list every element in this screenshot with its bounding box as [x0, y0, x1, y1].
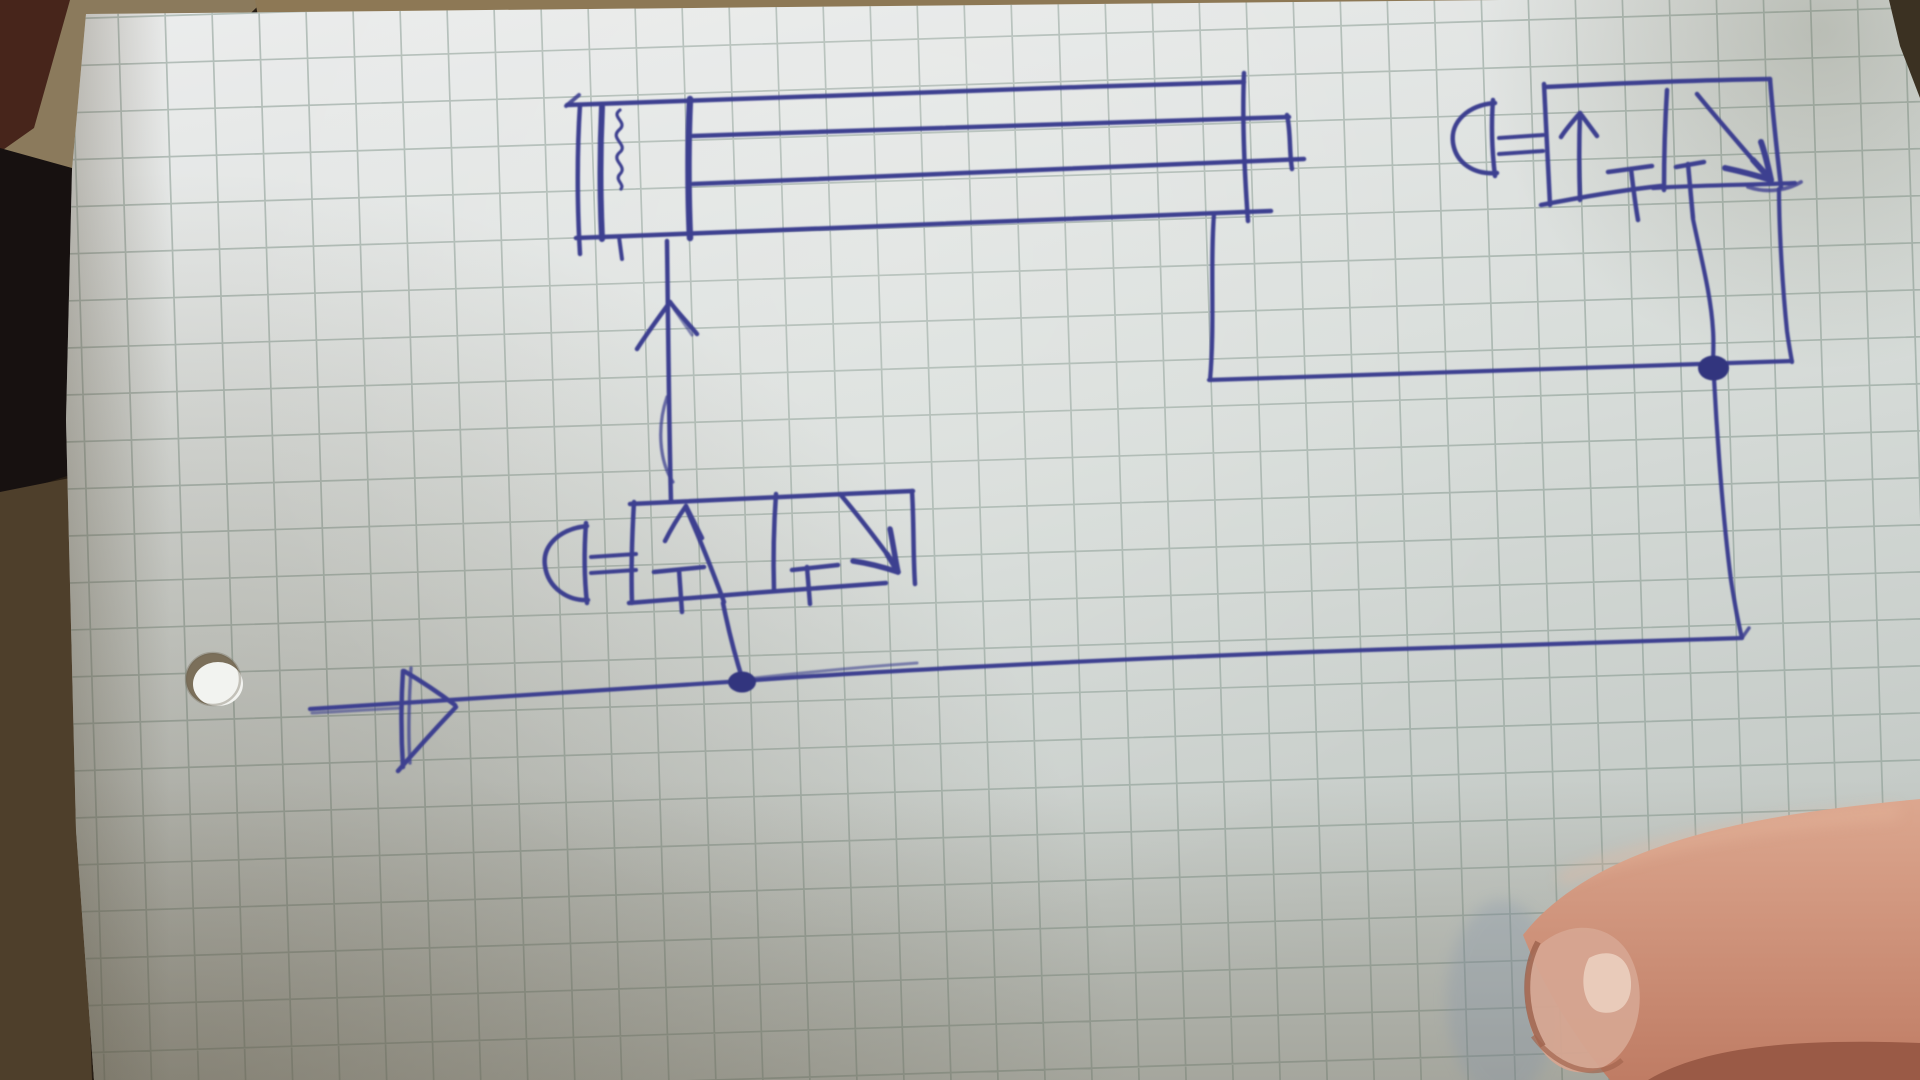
valve2-body-left — [1541, 81, 1553, 208]
thumbnail-left-crease — [1524, 940, 1546, 1048]
cylinder-piston — [685, 95, 694, 242]
valve2-body-top — [1542, 76, 1773, 90]
cap-port-arrowhead-right — [667, 299, 700, 337]
valve2-pilot-link-bottom — [1497, 149, 1545, 156]
valve1-pilot-link-bottom — [589, 568, 638, 575]
junction-dot-2 — [1698, 355, 1729, 381]
thumbnail-highlight — [1583, 953, 1632, 1013]
punched-hole — [192, 661, 244, 707]
supply-line-start-double — [310, 706, 404, 715]
valve1-divider — [771, 491, 779, 593]
table-dark-corner-top-right — [1889, 0, 1920, 98]
punched-hole — [184, 651, 244, 707]
cap-port-line-vertical — [664, 238, 674, 504]
cylinder-left-cap-outer — [575, 102, 583, 257]
valve2-blocked-port-T1-stem — [1628, 166, 1641, 223]
valve1-pilot-link-top — [589, 552, 638, 559]
valve2-flow-arrowhead-right — [1577, 110, 1600, 139]
valve2-port-line-lower — [1711, 375, 1745, 641]
valve2-body-bottom-a — [1538, 183, 1664, 208]
valve1-blocked-port-T2-stem — [804, 564, 813, 607]
table-olive-bottom-left — [0, 478, 92, 1080]
valve1-exhaust-arrowhead-c — [884, 551, 901, 575]
valve1-pilot-cap-arc — [542, 523, 591, 603]
valve2-exhaust-arrowhead-c — [1750, 157, 1774, 183]
source-triangle-bottom — [395, 704, 459, 774]
cylinder-rod-top — [690, 114, 1292, 139]
valve2-exhaust-swoosh — [1746, 180, 1803, 193]
valve2-port-line-upper — [1690, 216, 1716, 369]
source-triangle-top — [401, 668, 458, 708]
valve1-flow-arrowhead-extra — [688, 512, 704, 539]
valve1-flow-arrowhead-left — [662, 503, 689, 544]
cylinder-rod-end — [1284, 112, 1295, 172]
cylinder-left-cap-inner — [597, 104, 605, 242]
cylinder-spring-squiggle — [614, 108, 624, 191]
ink-drawing — [307, 70, 1803, 774]
thumb-top-highlight — [1557, 805, 1901, 887]
valve2-flow-arrowhead-left — [1558, 110, 1583, 140]
punched-hole-rim — [184, 651, 242, 707]
valve2-flow-arrow — [1577, 111, 1583, 203]
valve2-exhaust-drop-line — [1776, 186, 1795, 365]
valve2-port-line-end-hook — [1740, 626, 1751, 640]
cap-port-arrowhead-left — [634, 299, 673, 352]
rod-port-line-vertical — [1207, 211, 1217, 383]
supply-line-right-double — [743, 661, 919, 681]
cylinder-top-left-tick — [564, 93, 581, 108]
valve2-pilot-link-top — [1497, 133, 1545, 140]
valve1-body-right — [909, 488, 918, 587]
valve1-body-bottom — [626, 580, 889, 606]
valve2-blocked-port-T2-stem — [1685, 161, 1696, 221]
source-triangle-left-double — [407, 666, 413, 765]
valve1-blocked-port-T2-bar — [789, 562, 841, 573]
cylinder-top-edge — [564, 79, 1247, 108]
valve1-body-left — [629, 499, 637, 606]
table-overlap — [1889, 0, 1920, 98]
cylinder-bottom-left-stub — [617, 235, 624, 261]
valve1-blocked-port-T1-stem — [676, 567, 685, 615]
valve2-body-right — [1767, 76, 1784, 190]
cylinder-rod-bottom — [690, 156, 1307, 187]
valve1-pilot-cap-flat — [582, 520, 590, 606]
junction-dot-1 — [728, 671, 756, 693]
cap-port-line-double-stroke — [659, 395, 675, 484]
valve2-pilot-cap-arc — [1450, 100, 1500, 176]
valve1-exhaust-arrow — [837, 491, 890, 557]
valve2-pilot-cap-flat — [1489, 97, 1498, 179]
cylinder-right-cap — [1241, 70, 1251, 224]
thumbnail-bottom-crease — [1531, 1034, 1624, 1074]
cap-port-arrowhead-extra — [672, 307, 694, 337]
thumb-holding-paper — [1447, 799, 1920, 1080]
second-finger-edge — [1648, 1041, 1920, 1080]
cylinder-bottom-edge — [573, 208, 1274, 241]
table-black-strip-left — [0, 148, 72, 498]
supply-line-main — [307, 635, 1745, 712]
table-maroon-corner — [0, 0, 70, 152]
valve2-divider — [1661, 87, 1670, 193]
valve2-exhaust-arrow — [1694, 91, 1756, 163]
source-triangle-left — [399, 668, 406, 770]
